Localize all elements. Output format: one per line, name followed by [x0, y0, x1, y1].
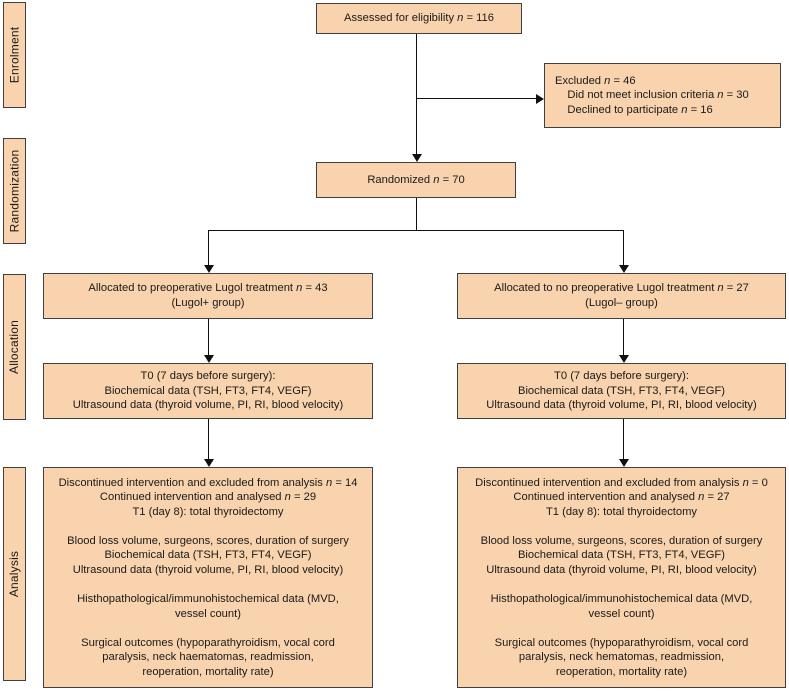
- stage-label-text: Enrolment: [7, 26, 22, 84]
- arrowhead-into-alloc-left: [203, 265, 214, 273]
- arrowhead-into-t0-left: [203, 355, 214, 363]
- stage-label-analysis: Analysis: [3, 467, 26, 681]
- box-t0-lugol-minus: T0 (7 days before surgery):Biochemical d…: [457, 363, 786, 419]
- connector-branch-right: [623, 230, 624, 265]
- box-analysis-lugol-minus: Discontinued intervention and excluded f…: [457, 467, 786, 688]
- connector-alloc-to-t0-left: [208, 319, 209, 355]
- box-allocated-lugol-minus: Allocated to no preoperative Lugol treat…: [457, 273, 786, 319]
- connector-to-excluded: [416, 98, 536, 99]
- arrowhead-into-alloc-right: [618, 265, 629, 273]
- box-excluded: Excluded n = 46 Did not meet inclusion c…: [544, 63, 781, 128]
- arrowhead-into-analysis-left: [203, 459, 214, 467]
- box-randomized: Randomized n = 70: [316, 162, 516, 198]
- box-allocated-lugol-plus: Allocated to preoperative Lugol treatmen…: [43, 273, 373, 319]
- connector-branch-horizontal: [208, 230, 623, 231]
- stage-label-text: Randomization: [7, 149, 22, 233]
- connector-alloc-to-t0-right: [623, 319, 624, 355]
- stage-label-text: Allocation: [7, 319, 22, 375]
- connector-branch-left: [208, 230, 209, 265]
- arrowhead-into-t0-right: [618, 355, 629, 363]
- stage-label-text: Analysis: [7, 550, 22, 598]
- connector-assessed-to-randomized: [416, 34, 417, 155]
- stage-label-randomization: Randomization: [3, 138, 26, 244]
- stage-label-enrolment: Enrolment: [3, 2, 26, 108]
- arrowhead-into-excluded: [536, 93, 544, 104]
- connector-t0-to-analysis-right: [623, 419, 624, 459]
- box-t0-lugol-plus: T0 (7 days before surgery):Biochemical d…: [43, 363, 373, 419]
- arrowhead-into-randomized: [411, 154, 422, 162]
- box-assessed-for-eligibility: Assessed for eligibility n = 116: [316, 3, 522, 34]
- arrowhead-into-analysis-right: [618, 459, 629, 467]
- stage-label-allocation: Allocation: [3, 274, 26, 420]
- connector-randomized-down: [416, 198, 417, 230]
- box-analysis-lugol-plus: Discontinued intervention and excluded f…: [43, 467, 373, 688]
- connector-t0-to-analysis-left: [208, 419, 209, 459]
